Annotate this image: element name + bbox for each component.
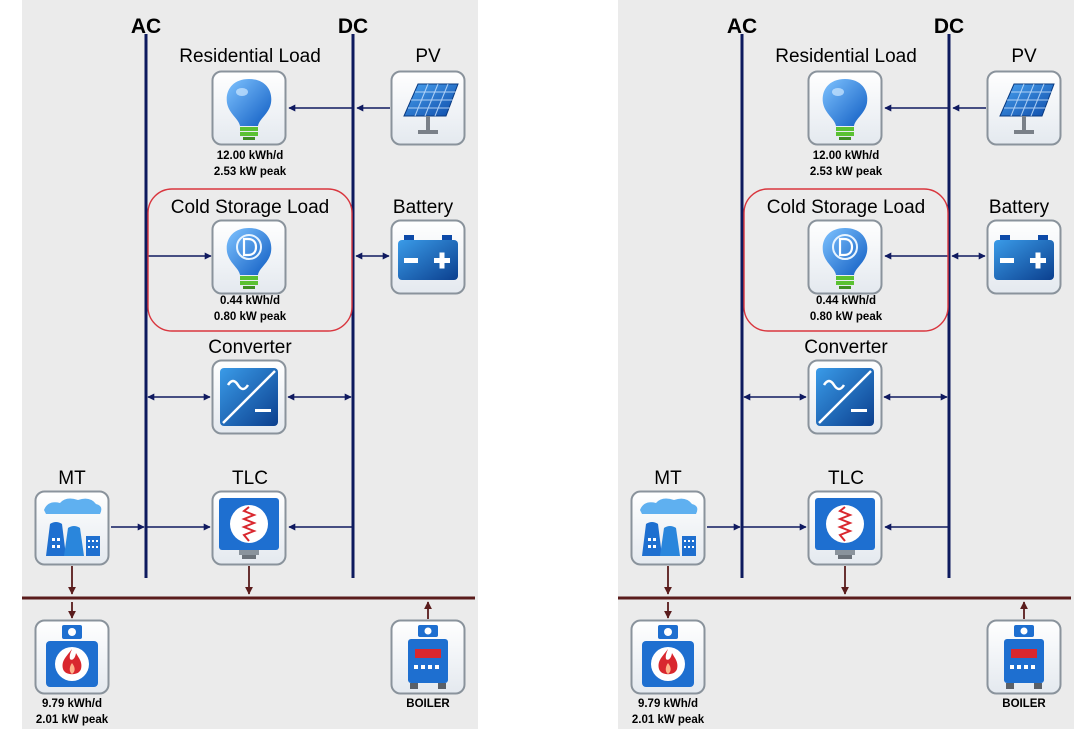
battery-icon[interactable] (986, 219, 1062, 295)
battery-icon[interactable] (390, 219, 466, 295)
thermal-load-peak: 2.01 kW peak (632, 714, 705, 726)
cold-storage-load-peak: 0.80 kW peak (810, 311, 883, 323)
cold-storage-load-label: Cold Storage Load (171, 197, 329, 218)
tlc-icon[interactable] (211, 490, 287, 566)
residential-load-energy: 12.00 kWh/d (813, 150, 879, 162)
boiler-icon[interactable] (986, 619, 1062, 695)
pv-icon[interactable] (390, 70, 466, 146)
ac-bus-label: AC (131, 15, 161, 38)
converter-icon[interactable] (807, 359, 883, 435)
residential-load-peak: 2.53 kW peak (214, 166, 287, 178)
cold-storage-load-icon[interactable] (211, 219, 287, 295)
cold-storage-load-label: Cold Storage Load (767, 197, 925, 218)
tlc-icon[interactable] (807, 490, 883, 566)
mt-label: MT (58, 468, 86, 489)
mt-icon[interactable] (630, 490, 706, 566)
cold-storage-highlight (147, 188, 353, 332)
mt-icon[interactable] (34, 490, 110, 566)
boiler-label: BOILER (406, 698, 450, 710)
thermal-load-icon[interactable] (630, 619, 706, 695)
residential-load-energy: 12.00 kWh/d (217, 150, 283, 162)
dc-bus-label: DC (934, 15, 964, 38)
converter-icon[interactable] (211, 359, 287, 435)
ac-bus-label: AC (727, 15, 757, 38)
thermal-load-icon[interactable] (34, 619, 110, 695)
residential-load-icon[interactable] (807, 70, 883, 146)
panel-right: AC DC Residential Load 12.00 kWh/d 2.53 kW p… (618, 0, 1074, 729)
thermal-load-peak: 2.01 kW peak (36, 714, 109, 726)
mt-label: MT (654, 468, 682, 489)
thermal-load-energy: 9.79 kWh/d (638, 698, 698, 710)
residential-load-peak: 2.53 kW peak (810, 166, 883, 178)
pv-icon[interactable] (986, 70, 1062, 146)
thermal-load-energy: 9.79 kWh/d (42, 698, 102, 710)
residential-load-icon[interactable] (211, 70, 287, 146)
boiler-label: BOILER (1002, 698, 1046, 710)
battery-label: Battery (393, 197, 454, 218)
residential-load-label: Residential Load (179, 46, 321, 67)
tlc-label: TLC (828, 468, 864, 489)
boiler-icon[interactable] (390, 619, 466, 695)
pv-label: PV (1011, 46, 1037, 67)
cold-storage-load-peak: 0.80 kW peak (214, 311, 287, 323)
tlc-label: TLC (232, 468, 268, 489)
cold-storage-load-icon[interactable] (807, 219, 883, 295)
converter-label: Converter (208, 337, 292, 358)
residential-load-label: Residential Load (775, 46, 917, 67)
pv-label: PV (415, 46, 441, 67)
cold-storage-load-energy: 0.44 kWh/d (816, 295, 876, 307)
converter-label: Converter (804, 337, 888, 358)
battery-label: Battery (989, 197, 1050, 218)
cold-storage-load-energy: 0.44 kWh/d (220, 295, 280, 307)
cold-storage-highlight (743, 188, 949, 332)
dc-bus-label: DC (338, 15, 368, 38)
panel-left: AC DC Residential Load 12.00 kWh/d 2.53 kW p… (22, 0, 478, 729)
